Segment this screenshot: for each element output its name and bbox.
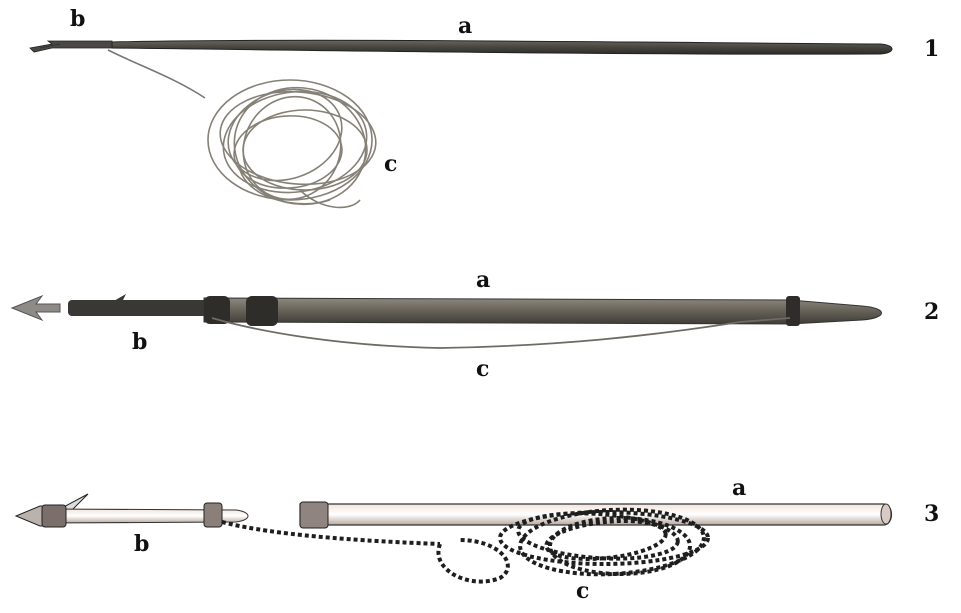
item-number-1: 1: [924, 38, 939, 60]
harpoon-2-foreshaft: [68, 300, 208, 316]
harpoon-1-coil: [208, 75, 380, 216]
harpoon-2-label-c: c: [476, 358, 489, 380]
harpoon-1-label-b: b: [70, 8, 85, 30]
item-number-2: 2: [924, 301, 939, 323]
harpoon-2-shaft: [204, 298, 882, 324]
harpoon-2-label-a: a: [476, 269, 490, 291]
harpoon-3-point: [16, 506, 44, 526]
harpoon-1-shaft: [112, 40, 892, 54]
harpoon-1-line: [108, 50, 205, 98]
harpoon-1: [30, 40, 892, 216]
harpoon-2-detached-point: [12, 296, 60, 320]
harpoon-2-label-b: b: [132, 331, 147, 353]
harpoon-3-label-b: b: [134, 533, 149, 555]
harpoon-1-label-a: a: [458, 15, 472, 37]
item-number-3: 3: [924, 503, 939, 525]
harpoon-3-label-c: c: [576, 580, 589, 602]
harpoon-1-point: [30, 41, 112, 52]
harpoon-1-label-c: c: [384, 153, 397, 175]
harpoon-3-label-a: a: [732, 477, 746, 499]
